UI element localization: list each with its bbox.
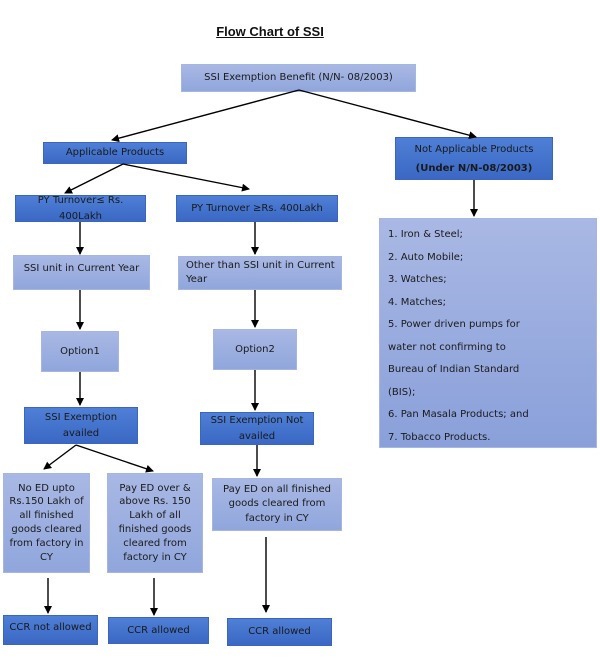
node-ssi-exemption-availed: SSI Exemption availed: [24, 407, 138, 444]
node-label: CCR not allowed: [9, 622, 92, 633]
node-label: Rs.150 Lakh of: [9, 496, 84, 508]
node-label: Not Applicable Products: [414, 143, 534, 155]
arrow-availed-to-pay-ed-over: [75, 444, 154, 473]
node-pay-ed-over-150-lakh: Pay ED over & above Rs. 150 Lakh of all …: [107, 473, 203, 573]
node-label: (Under N/N-08/2003): [415, 162, 533, 174]
node-label: Year: [186, 274, 208, 285]
node-other-than-ssi-unit: Other than SSI unit in Current Year: [178, 256, 342, 290]
node-label: factory in CY: [123, 551, 187, 563]
node-label: above Rs. 150: [119, 496, 191, 508]
flowchart-title: Flow Chart of SSI: [216, 24, 324, 39]
list-item: water not confirming to: [388, 341, 506, 353]
node-label: SSI Exemption Not: [210, 415, 304, 426]
list-item: 4. Matches;: [388, 296, 446, 308]
node-ssi-exemption-benefit: SSI Exemption Benefit (N/N- 08/2003): [181, 64, 416, 92]
arrow-root-to-applicable: [111, 89, 300, 143]
node-label: Option2: [235, 343, 275, 355]
node-label: Pay ED over &: [119, 482, 191, 494]
node-label: SSI unit in Current Year: [23, 263, 140, 274]
node-pay-ed-on-all-finished-goods: Pay ED on all finished goods cleared fro…: [212, 478, 342, 531]
node-label: Lakh of all: [129, 510, 181, 522]
node-label: finished goods: [118, 524, 192, 535]
node-label: goods cleared: [11, 524, 82, 535]
node-label: CCR allowed: [248, 626, 311, 638]
node-ccr-not-allowed: CCR not allowed: [3, 615, 98, 645]
node-label: all finished: [19, 510, 74, 522]
arrow-applicable-to-turnover-le: [64, 163, 124, 194]
list-item: (BIS);: [388, 386, 416, 398]
node-label: SSI Exemption Benefit (N/N- 08/2003): [204, 72, 393, 84]
node-ccr-allowed-pay-ed-all: CCR allowed: [227, 618, 332, 646]
list-item: 7. Tobacco Products.: [388, 431, 491, 443]
node-ccr-allowed-over-150: CCR allowed: [108, 617, 209, 644]
node-label: Option1: [60, 345, 100, 357]
list-item: 2. Auto Mobile;: [388, 251, 464, 263]
node-option2: Option2: [213, 329, 297, 370]
arrow-availed-to-no-ed: [43, 444, 77, 470]
node-label: from factory in: [9, 537, 84, 549]
node-label: availed: [238, 430, 276, 442]
node-label: SSI Exemption: [44, 412, 118, 423]
list-item: 1. Iron & Steel;: [388, 229, 463, 240]
node-turnover-le-400: PY Turnover≤ Rs. 400Lakh: [15, 195, 146, 222]
arrow-root-to-not-applicable: [298, 89, 477, 140]
list-item: 3. Watches;: [388, 274, 447, 285]
node-ssi-exemption-not-availed: SSI Exemption Not availed: [200, 412, 314, 445]
node-label: CCR allowed: [127, 624, 190, 636]
node-label: Other than SSI unit in Current: [186, 259, 335, 271]
node-label: availed: [62, 427, 100, 439]
node-applicable-products: Applicable Products: [43, 142, 187, 164]
node-label: Pay ED on all finished: [223, 483, 331, 495]
list-item: 5. Power driven pumps for: [388, 319, 520, 330]
node-ssi-unit-current-year: SSI unit in Current Year: [13, 255, 150, 290]
list-item: Bureau of Indian Standard: [388, 364, 520, 375]
node-label: PY Turnover≤ Rs. 400Lakh: [37, 195, 124, 222]
arrow-applicable-to-turnover-ge: [122, 163, 250, 192]
node-label: No ED upto: [18, 482, 75, 494]
node-label: factory in CY: [245, 512, 309, 524]
node-option1: Option1: [41, 331, 119, 372]
node-not-applicable-products: Not Applicable Products (Under N/N-08/20…: [395, 137, 553, 180]
node-no-ed-upto-150-lakh: No ED upto Rs.150 Lakh of all finished g…: [3, 473, 90, 573]
not-applicable-products-list: 1. Iron & Steel; 2. Auto Mobile; 3. Watc…: [379, 218, 597, 448]
list-item: 6. Pan Masala Products; and: [388, 409, 529, 420]
node-label: Applicable Products: [65, 147, 165, 159]
node-turnover-ge-400: PY Turnover ≥Rs. 400Lakh: [176, 195, 338, 222]
node-label: CY: [40, 551, 53, 563]
node-label: goods cleared from: [228, 498, 326, 510]
node-label: cleared from: [123, 537, 187, 549]
node-label: PY Turnover ≥Rs. 400Lakh: [191, 202, 323, 214]
